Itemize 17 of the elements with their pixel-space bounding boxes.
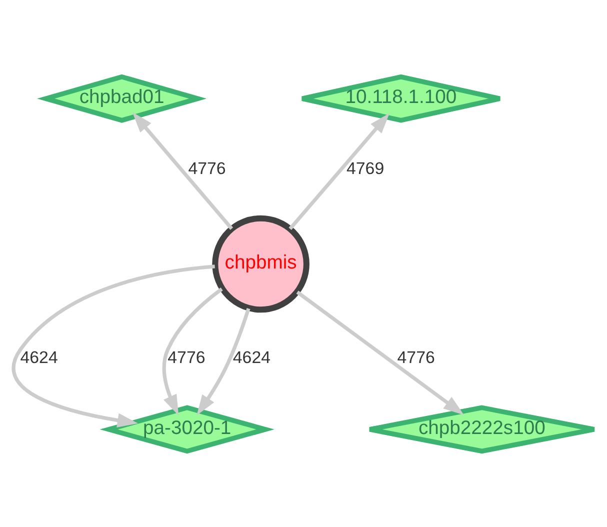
edge-label: 4776 [168,348,206,367]
node-diamond: pa-3020-1 [100,404,274,454]
edge-label: 4624 [232,348,271,367]
arrow [162,287,223,415]
edge-label: 4776 [397,348,435,367]
arrow [132,112,234,230]
node-diamond: 10.118.1.100 [300,74,502,122]
node-circle: chpbmis [212,214,310,312]
node-diamond: chpb2222s100 [367,404,597,454]
arrow [196,308,250,415]
edge-label: 4769 [346,158,384,178]
edge-label: 4624 [20,348,58,367]
node-diamond: chpbad01 [37,74,207,122]
arrow [296,290,464,414]
arrow [288,112,390,230]
edge-label: 4776 [188,158,226,178]
arrow [12,264,215,427]
